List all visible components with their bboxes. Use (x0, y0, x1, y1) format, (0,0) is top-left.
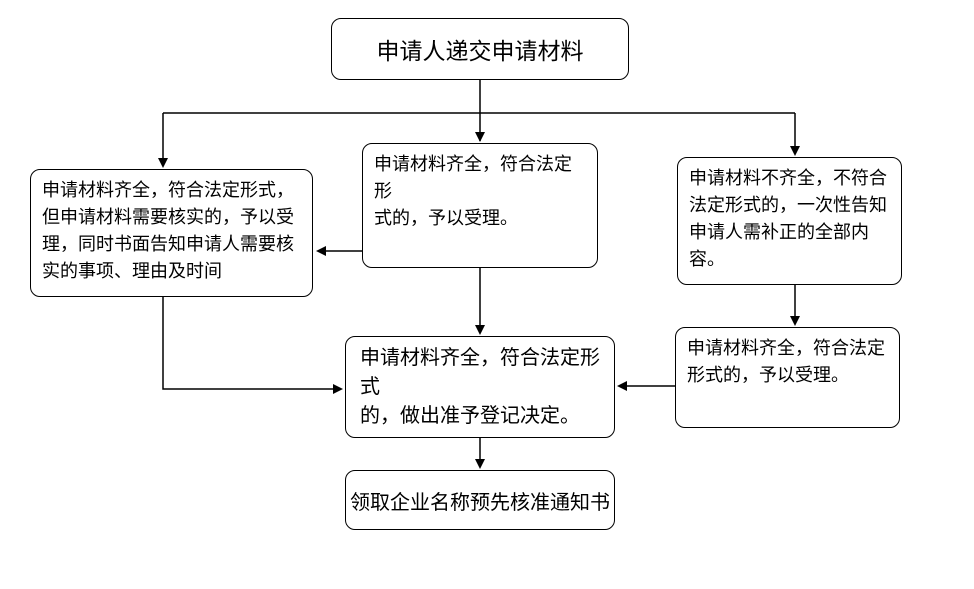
node-submit-application: 申请人递交申请材料 (331, 18, 629, 80)
node-registration-approval-decision: 申请材料齐全，符合法定形式 的，做出准予登记决定。 (345, 336, 615, 438)
arrowhead-submit-to-accepted (475, 132, 485, 142)
arrowhead-incomplete-to-accepted-right (790, 316, 800, 326)
arrowhead-accepted-to-decision (475, 325, 485, 335)
node-materials-complete-accepted-after-correction: 申请材料齐全，符合法定 形式的，予以受理。 (675, 327, 900, 428)
node-materials-complete-accepted: 申请材料齐全，符合法定形 式的，予以受理。 (362, 143, 598, 268)
arrowhead-needs-verify-to-decision (333, 384, 343, 394)
node-materials-incomplete-notify: 申请材料不齐全，不符合 法定形式的，一次性告知 申请人需补正的全部内 容。 (677, 157, 902, 285)
arrowhead-decision-to-receive-notice (475, 459, 485, 469)
arrowhead-accepted-to-needs-verify (316, 246, 326, 256)
node-receive-name-preapproval-notice: 领取企业名称预先核准通知书 (345, 470, 615, 530)
arrowhead-submit-to-incomplete (790, 146, 800, 156)
arrowhead-submit-to-needs-verify (158, 158, 168, 168)
arrowhead-accepted-right-to-decision (617, 381, 627, 391)
edge-needs-verify-to-decision (162, 297, 341, 390)
node-accepted-needs-verification: 申请材料齐全，符合法定形式， 但申请材料需要核实的，予以受 理，同时书面告知申请… (30, 169, 313, 297)
